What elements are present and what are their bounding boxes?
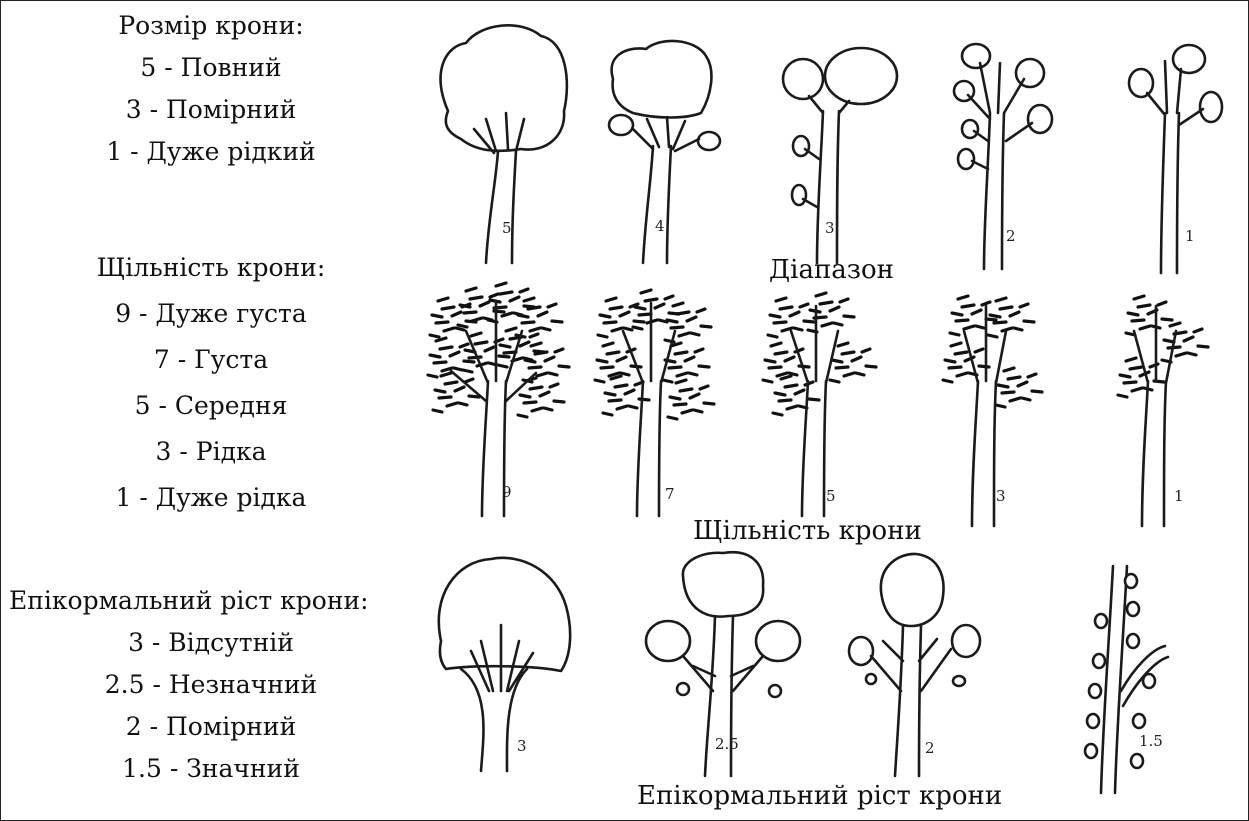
tree-density-1: 1: [1118, 296, 1208, 526]
tree-label-density-5: 5: [826, 487, 836, 505]
tree-epicormic-2: 2: [849, 554, 980, 776]
tree-label-size-4: 4: [655, 217, 665, 235]
tree-label-epicormic-1-5: 1.5: [1139, 732, 1163, 750]
tree-epicormic-1-5: 1.5: [1085, 566, 1168, 793]
tree-label-size-3: 3: [825, 219, 835, 237]
tree-density-5: 5: [763, 293, 876, 516]
tree-label-density-7: 7: [665, 485, 675, 503]
tree-label-density-1: 1: [1174, 487, 1184, 505]
tree-size-4: 4: [609, 41, 720, 263]
tree-epicormic-3: 3: [439, 558, 570, 771]
tree-label-density-3: 3: [996, 487, 1006, 505]
tree-label-epicormic-2: 2: [925, 739, 935, 757]
tree-density-7: 7: [595, 290, 714, 516]
tree-label-epicormic-3: 3: [517, 737, 527, 755]
epicormic-caption: Епікормальний ріст крони: [637, 781, 1002, 811]
tree-density-9: 9: [428, 283, 569, 516]
tree-label-size-1: 1: [1185, 227, 1195, 245]
tree-size-2: 2: [954, 44, 1052, 269]
tree-size-1: 1: [1129, 45, 1222, 273]
tree-label-size-2: 2: [1006, 227, 1016, 245]
tree-epicormic-2-5: 2.5: [646, 552, 800, 776]
range-caption: Діапазон: [769, 255, 894, 285]
tree-label-epicormic-2-5: 2.5: [715, 735, 739, 753]
tree-density-3: 3: [943, 296, 1042, 526]
tree-size-5: 5: [441, 25, 567, 263]
tree-label-size-5: 5: [502, 219, 512, 237]
tree-size-3: 3: [783, 48, 897, 263]
density-caption: Щільність крони: [693, 516, 922, 546]
tree-label-density-9: 9: [502, 483, 512, 501]
